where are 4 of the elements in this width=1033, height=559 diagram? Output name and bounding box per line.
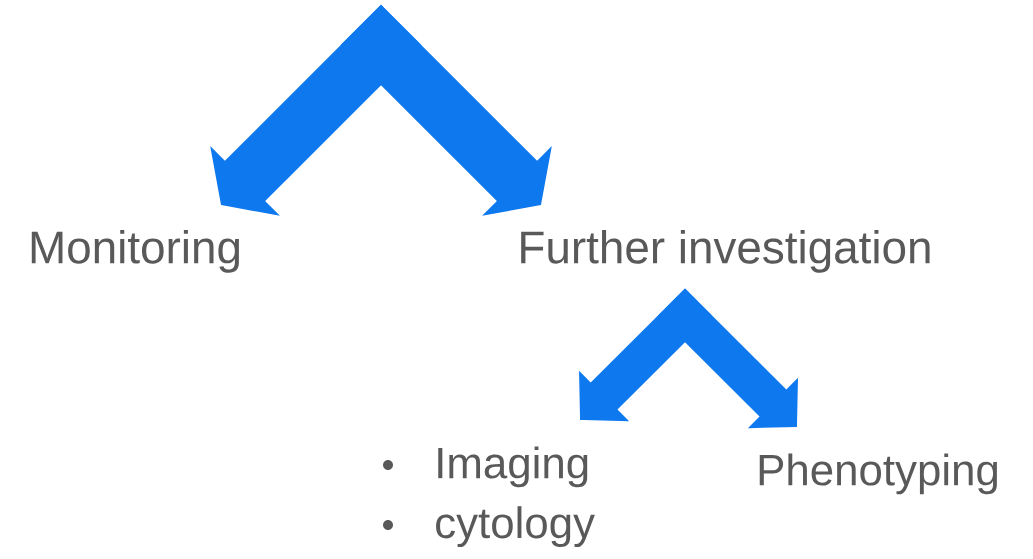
bullet-list: Imaging cytology (436, 446, 595, 548)
node-label: Further investigation (521, 230, 930, 273)
node-label: Phenotyping (759, 453, 997, 495)
node-label: Monitoring (31, 230, 239, 273)
